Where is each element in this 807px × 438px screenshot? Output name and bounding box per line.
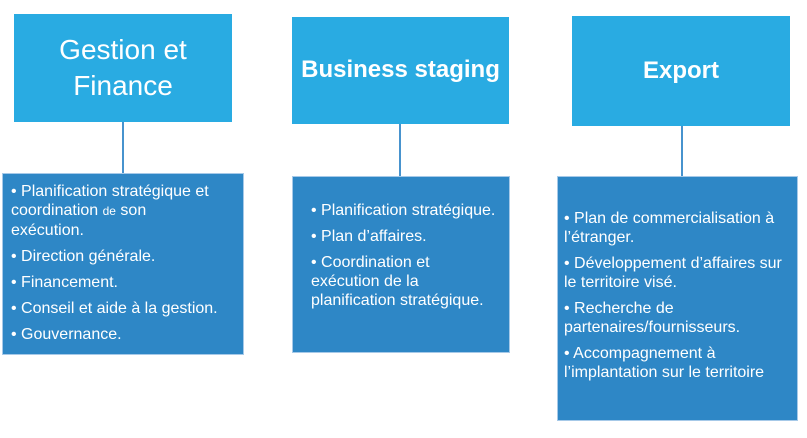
connector-line-business-staging [399, 124, 401, 177]
bullet-text-segment: • Planification stratégique et coordinat… [11, 183, 214, 219]
bullet-item: • Planification stratégique et coordinat… [11, 182, 235, 240]
header-title-gestion-finance: Gestion et Finance [59, 33, 187, 101]
bullet-item: • Développement d’affaires sur le territ… [564, 255, 787, 291]
header-title-business-staging: Business staging [301, 56, 500, 84]
bullet-item: • Direction générale. [11, 248, 156, 265]
bullet-item: • Plan de commercialisation à l’étranger… [564, 210, 779, 246]
content-box-gestion-finance: • Planification stratégique et coordinat… [2, 173, 244, 355]
bullet-item: • Accompagnement à l’implantation sur le… [564, 345, 765, 381]
header-box-business-staging: Business staging [292, 17, 509, 124]
bullet-item: • Plan d’affaires. [311, 228, 427, 245]
bullet-text-segment: son exécution. [11, 202, 147, 239]
header-box-gestion-finance: Gestion et Finance [14, 14, 232, 122]
bullet-item: • Recherche de partenaires/fournisseurs. [564, 300, 741, 336]
content-box-business-staging: • Planification stratégique. • Plan d’af… [292, 176, 510, 353]
connector-line-export [681, 126, 683, 177]
bullet-item: • Coordination et exécution de la planif… [311, 254, 484, 309]
bullet-item: • Financement. [11, 274, 118, 291]
bullet-item: • Conseil et aide à la gestion. [11, 300, 218, 317]
bullet-item: • Gouvernance. [11, 326, 122, 343]
header-title-export: Export [642, 56, 719, 84]
content-box-export: • Plan de commercialisation à l’étranger… [557, 176, 798, 421]
connector-line-gestion-finance [122, 122, 124, 174]
bullet-item: • Planification stratégique. [311, 202, 496, 219]
header-box-export: Export [572, 16, 790, 126]
bullet-text-segment-small: de [102, 204, 116, 218]
